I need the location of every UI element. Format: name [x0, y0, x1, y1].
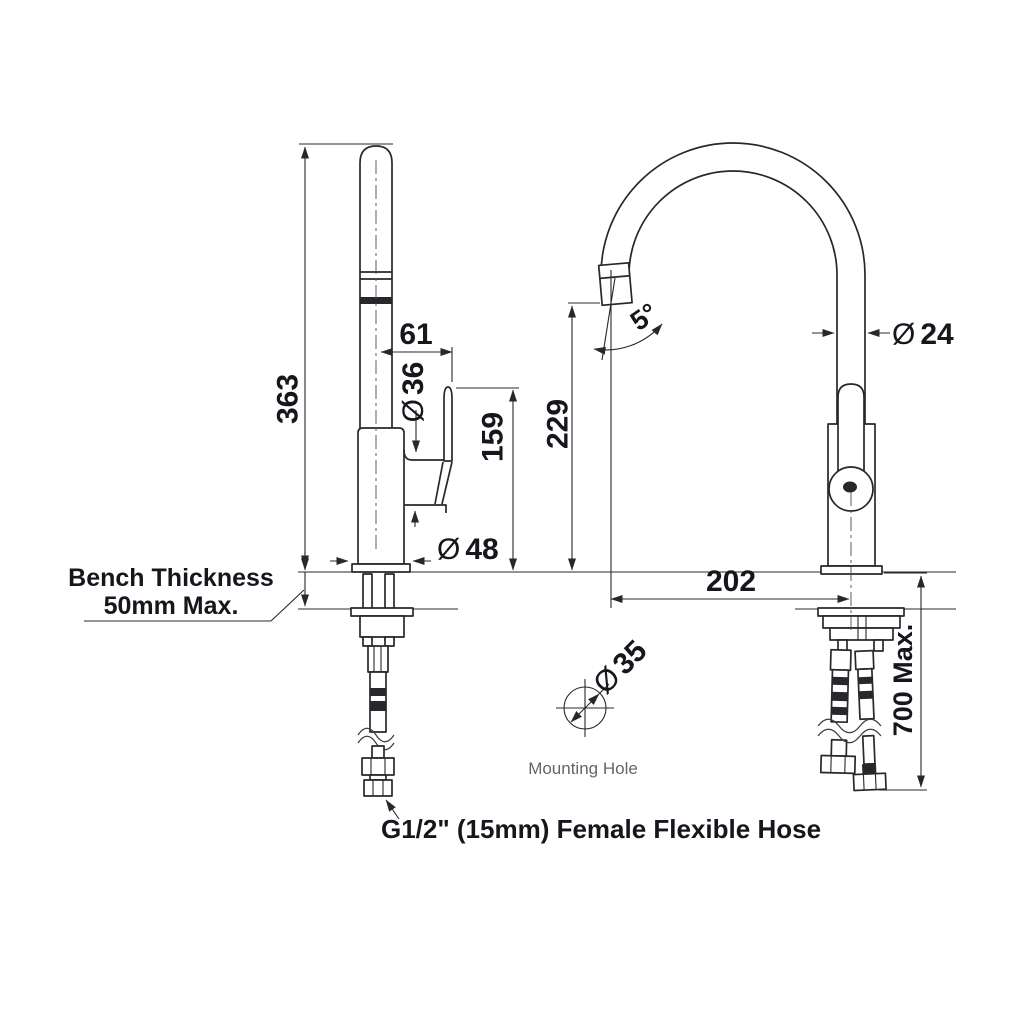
- hose-break-line: [357, 727, 395, 743]
- hex-flat: [874, 773, 877, 790]
- dim-outlet-height-label: 229: [542, 399, 575, 449]
- mounting-nut-block: [829, 627, 894, 641]
- side-view-mounting-hardware: [350, 573, 414, 647]
- mounting-hole-symbol: [563, 686, 607, 730]
- stud-end: [362, 636, 373, 647]
- hose-band: [370, 688, 386, 696]
- hose-band: [831, 706, 848, 716]
- angle-arc: [593, 323, 663, 355]
- flexible-hose-side: [357, 645, 395, 797]
- hose-band: [832, 676, 849, 686]
- front-view-mounting-hardware: [817, 607, 905, 652]
- hose-break-line: [817, 718, 882, 734]
- hose-break-line: [817, 728, 882, 744]
- hose-tube: [861, 734, 876, 765]
- handle-side: [443, 386, 453, 462]
- faucet-body-side: [357, 427, 405, 565]
- base-flange-front: [820, 565, 883, 575]
- handle-front: [837, 383, 865, 477]
- hex-flat: [862, 774, 865, 791]
- mounting-hole-callout: Ø35 Mounting Hole: [528, 634, 653, 778]
- dim-spout-offset-label: 61: [399, 318, 432, 351]
- hose-band: [370, 701, 386, 711]
- hose-band: [831, 691, 848, 702]
- diameter-arrow: [570, 693, 600, 723]
- dim-spout-reach-label: 202: [706, 565, 756, 598]
- hose-spec-callout: G1/2" (15mm) Female Flexible Hose: [381, 799, 821, 844]
- flexible-hose-front-left: [819, 648, 857, 775]
- hose-band: [861, 763, 877, 775]
- hose-band: [858, 676, 873, 685]
- handle-pivot-dot: [843, 481, 857, 493]
- spout-outlet-joint: [599, 274, 630, 280]
- stud-end: [384, 636, 395, 647]
- handle-pivot-cone: [434, 461, 444, 505]
- leader-line: [598, 683, 610, 695]
- dim-overall-height-label: 363: [272, 374, 305, 424]
- hose-hex-nut: [819, 754, 857, 775]
- hose-connector: [829, 648, 852, 672]
- spout-outlet-body: [597, 261, 633, 307]
- mounting-hole-caption: Mounting Hole: [528, 759, 638, 778]
- dim-body-diameter-label: Ø36: [397, 362, 430, 423]
- bench-thickness-note-line1: Bench Thickness: [68, 564, 274, 592]
- hose-break-line: [357, 735, 395, 751]
- hose-tube: [371, 745, 385, 759]
- hose-band: [858, 690, 874, 700]
- hose-leader-line: [385, 799, 400, 820]
- mounting-nut-block: [359, 615, 405, 638]
- dim-handle-height-label: 159: [477, 412, 510, 462]
- hose-end-fitting: [852, 772, 887, 792]
- mounting-washer-plate: [817, 607, 905, 617]
- handle-ledge: [403, 449, 444, 461]
- stud-end: [873, 639, 884, 652]
- hose-spec-note: G1/2" (15mm) Female Flexible Hose: [381, 814, 821, 844]
- hose-braid: [830, 738, 848, 758]
- hose-connector: [854, 649, 875, 671]
- hose-connector: [367, 645, 389, 673]
- hose-end-fitting: [363, 779, 393, 797]
- dim-hose-length-label: 700 Max.: [888, 624, 918, 737]
- spout-joint-band: [360, 297, 392, 304]
- spout-outlet: [597, 261, 633, 307]
- flexible-hose-front-right: [852, 649, 887, 792]
- hose-hex-nut: [361, 757, 395, 776]
- mounting-washer-plate: [350, 607, 414, 617]
- gooseneck-spout: [600, 142, 866, 446]
- bench-thickness-note-line2: 50mm Max.: [104, 592, 239, 620]
- base-flange-side: [351, 563, 411, 573]
- handle-pivot-cone: [441, 461, 453, 505]
- handle-base-ledge: [404, 504, 447, 513]
- note-leader-line: [270, 589, 305, 622]
